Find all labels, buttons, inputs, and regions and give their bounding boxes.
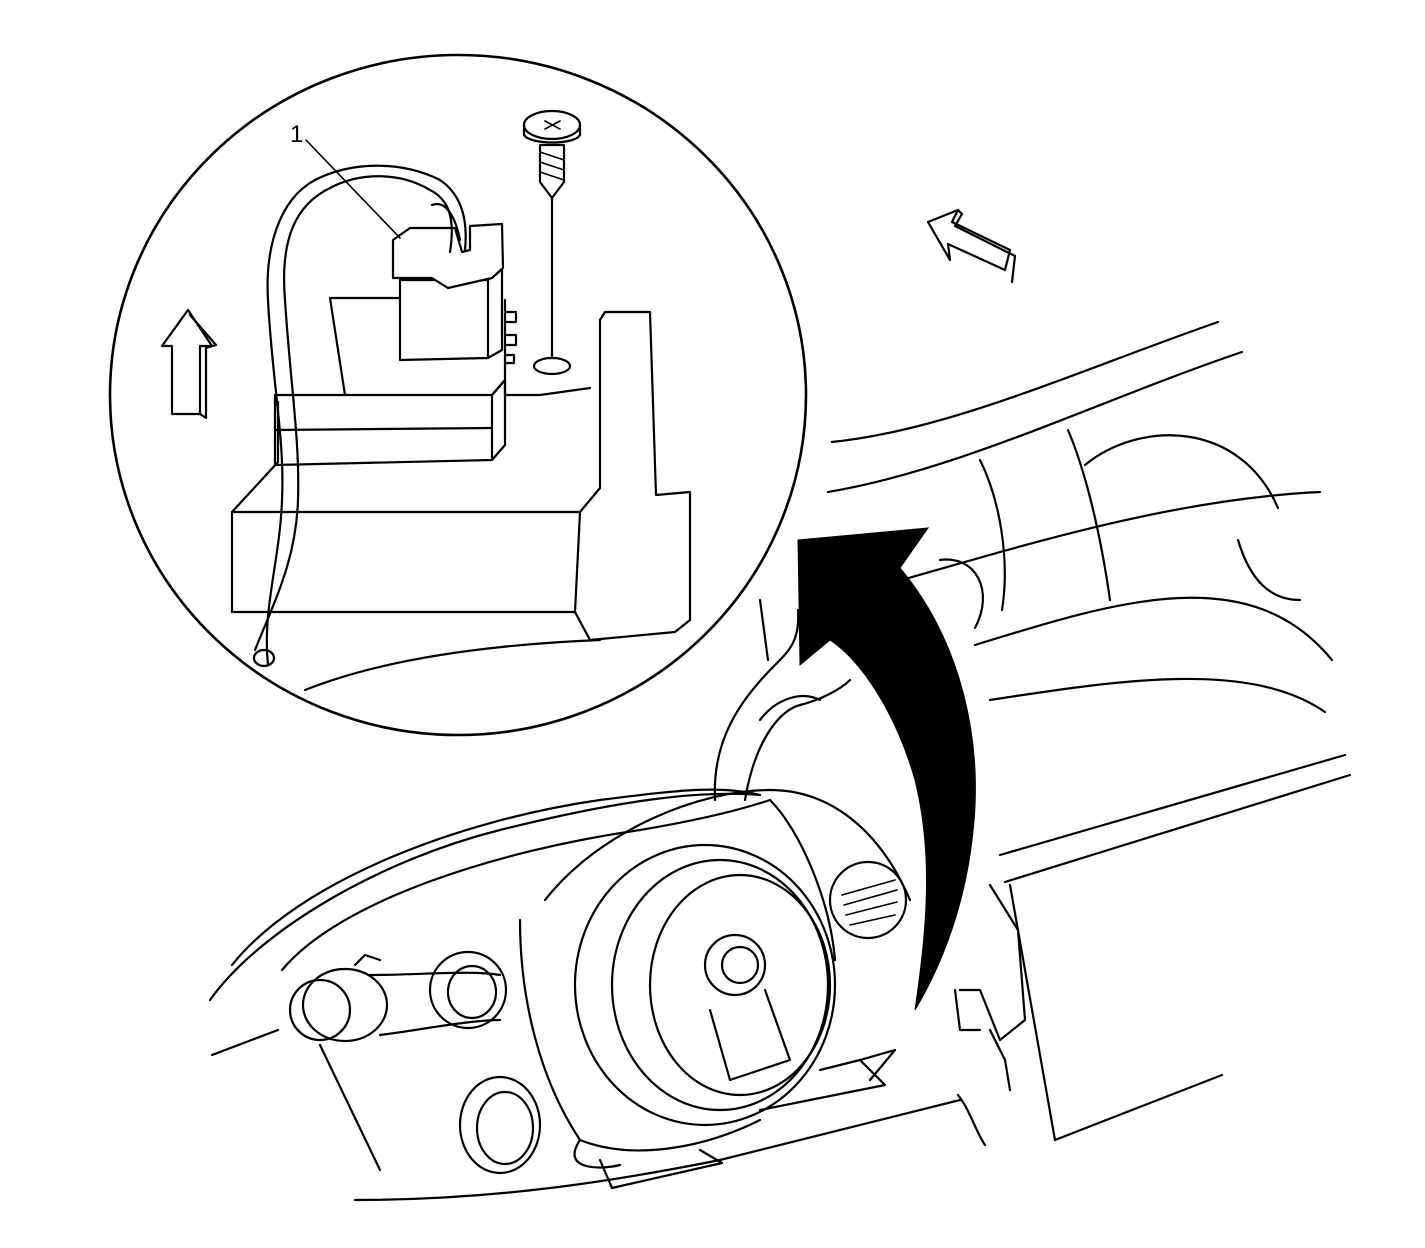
screw-icon <box>522 109 582 376</box>
callout-label: 1 <box>290 121 303 148</box>
curved-arrow-icon <box>797 527 976 1011</box>
direction-arrow-icon <box>926 208 1017 284</box>
detail-inset: 1 <box>108 53 808 737</box>
callout-1: 1 <box>290 121 401 239</box>
up-arrow-icon <box>160 308 218 420</box>
steering-column-assembly <box>208 320 1352 1202</box>
